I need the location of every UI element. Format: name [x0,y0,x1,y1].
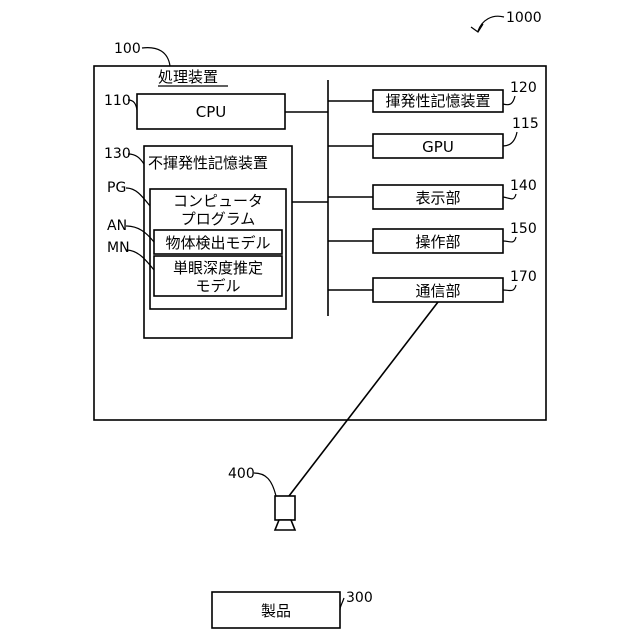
gpu-label: GPU [422,138,454,156]
computer-program-label-line1: コンピュータ [173,192,263,210]
object-model-ref: AN [107,218,127,234]
display-label: 表示部 [415,189,460,207]
nonvolatile-storage-ref: 130 [104,146,131,162]
operation-ref: 150 [510,221,537,237]
operation-label: 操作部 [415,233,460,251]
depth-estimation-model-label-line1: 単眼深度推定 [173,259,263,277]
communication-label: 通信部 [415,282,460,300]
depth-model-ref: MN [107,240,130,256]
processing-device-ref: 100 [114,41,141,57]
communication-ref: 170 [510,269,537,285]
display-ref: 140 [510,178,537,194]
object-detection-model-label: 物体検出モデル [165,234,270,252]
cpu-ref: 110 [104,93,131,109]
product-label: 製品 [261,602,291,620]
processing-device-leader [142,48,170,66]
program-ref: PG [107,180,126,196]
cpu-label: CPU [196,103,227,121]
depth-estimation-model-label-line2: モデル [195,277,240,295]
product-ref: 300 [346,590,373,606]
processing-device-title: 処理装置 [158,68,218,86]
computer-program-label-line2: プログラム [181,210,256,228]
camera-leader [254,473,276,496]
system-ref-leader [478,16,504,31]
volatile-storage-label: 揮発性記憶装置 [385,92,490,110]
camera-ref: 400 [228,466,255,482]
system-ref-label: 1000 [506,10,542,26]
gpu-ref: 115 [512,116,539,132]
nonvolatile-storage-label: 不揮発性記憶装置 [148,154,268,172]
camera-icon [275,496,295,530]
volatile-storage-ref: 120 [510,80,537,96]
